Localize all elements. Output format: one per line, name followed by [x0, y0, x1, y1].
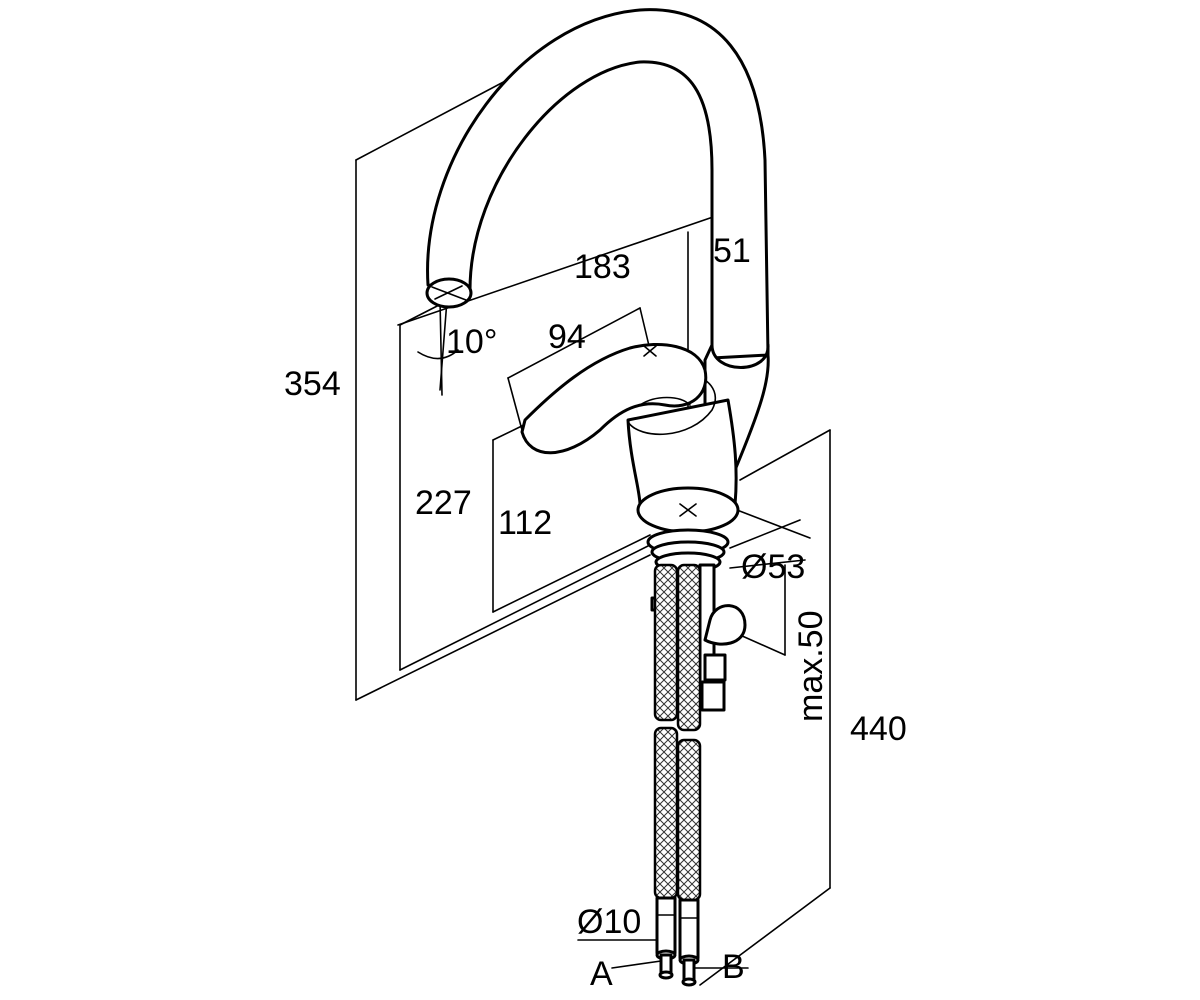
label-outlet-height: 227	[415, 484, 472, 522]
hose-upper-right	[676, 563, 702, 732]
spout	[426, 8, 770, 360]
label-connection-b: B	[722, 948, 745, 986]
clamp	[703, 604, 747, 646]
dimension-lines	[355, 14, 831, 986]
label-base-diameter: Ø53	[741, 548, 805, 586]
label-max-counter: max.50	[792, 611, 830, 723]
lever-handle	[520, 342, 708, 455]
label-lever-height: 112	[498, 504, 552, 542]
hose-upper-left	[653, 563, 679, 722]
label-lever-length: 94	[548, 318, 586, 356]
supply-hoses	[653, 563, 702, 987]
hose-lower-right	[676, 738, 702, 902]
label-swivel-angle: 10°	[446, 323, 497, 361]
label-spout-reach: 183	[574, 248, 631, 286]
label-total-height: 354	[284, 365, 341, 403]
hose-lower-left	[653, 726, 679, 900]
dimension-labels: 354 183 51 94 10° 227 112 Ø53 max.50 440…	[284, 232, 907, 993]
label-hose-length: 440	[850, 710, 907, 748]
label-hose-diameter: Ø10	[577, 903, 641, 941]
label-connection-a: A	[590, 955, 613, 993]
label-spout-diameter: 51	[713, 232, 751, 270]
fitting-b	[678, 898, 700, 960]
fitting-a	[655, 896, 677, 955]
faucet-body	[425, 8, 770, 534]
